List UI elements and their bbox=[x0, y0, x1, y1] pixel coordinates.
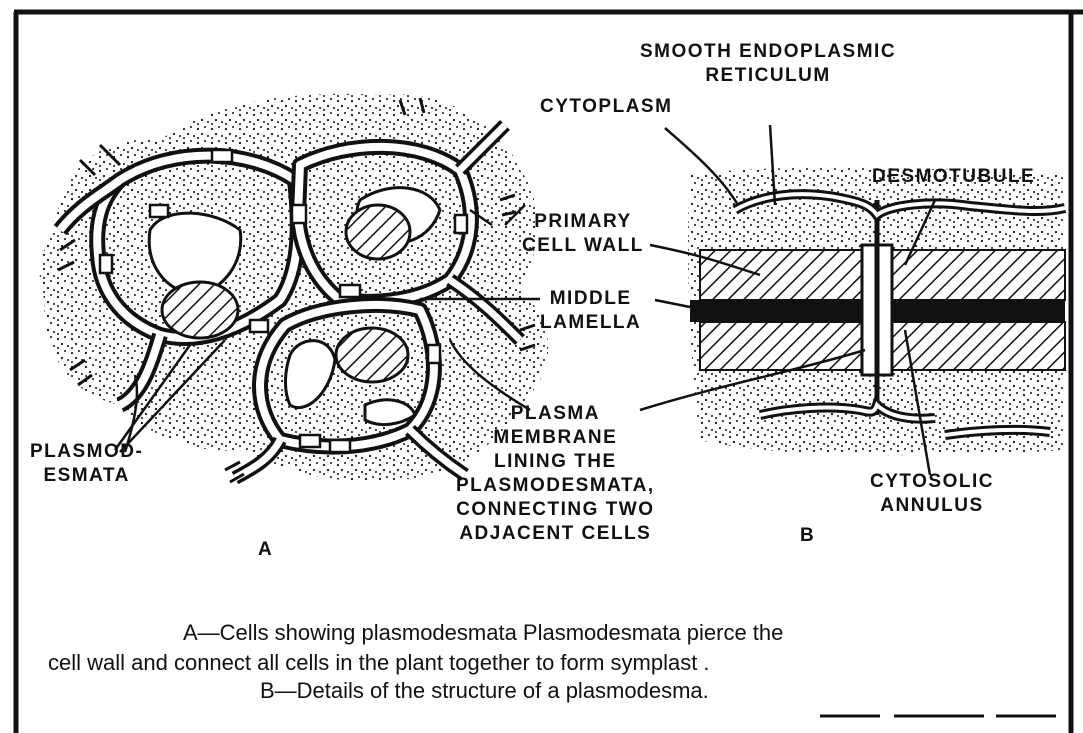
label-plasma-line1: PLASMA bbox=[456, 402, 655, 426]
caption-line-1: A—Cells showing plasmodesmata Plasmodesm… bbox=[183, 618, 783, 648]
label-middle-line2: LAMELLA bbox=[540, 311, 641, 335]
label-plasmod-line1: PLASMOD- bbox=[30, 440, 143, 464]
label-primary-line1: PRIMARY bbox=[522, 210, 644, 234]
label-cytoplasm: CYTOPLASM bbox=[540, 95, 672, 119]
label-desmotubule: DESMOTUBULE bbox=[872, 165, 1035, 189]
label-plasma-line6: ADJACENT CELLS bbox=[456, 522, 655, 546]
label-plasma-line3: LINING THE bbox=[456, 450, 655, 474]
label-middle-lamella: MIDDLE LAMELLA bbox=[540, 287, 641, 335]
label-primary-cell-wall: PRIMARY CELL WALL bbox=[522, 210, 644, 258]
panel-b-label: B bbox=[800, 524, 815, 548]
label-cytosolic-line1: CYTOSOLIC bbox=[870, 470, 994, 494]
caption-line-2: cell wall and connect all cells in the p… bbox=[48, 648, 710, 678]
label-plasma-line5: CONNECTING TWO bbox=[456, 498, 655, 522]
label-primary-line2: CELL WALL bbox=[522, 234, 644, 258]
label-plasmodesmata: PLASMOD- ESMATA bbox=[30, 440, 143, 488]
label-smooth-er-line1: SMOOTH ENDOPLASMIC bbox=[640, 40, 896, 64]
panel-a-label: A bbox=[258, 538, 273, 562]
panel-b-plasmodesma-detail bbox=[688, 168, 1065, 456]
caption-line-3: B—Details of the structure of a plasmode… bbox=[260, 676, 709, 706]
label-middle-line1: MIDDLE bbox=[540, 287, 641, 311]
label-plasma-line2: MEMBRANE bbox=[456, 426, 655, 450]
label-smooth-er-line2: RETICULUM bbox=[640, 64, 896, 88]
label-plasma-line4: PLASMODESMATA, bbox=[456, 474, 655, 498]
label-smooth-er: SMOOTH ENDOPLASMIC RETICULUM bbox=[640, 40, 896, 88]
label-plasmod-line2: ESMATA bbox=[30, 464, 143, 488]
label-plasma-membrane: PLASMA MEMBRANE LINING THE PLASMODESMATA… bbox=[456, 402, 655, 546]
label-cytosolic-line2: ANNULUS bbox=[870, 494, 994, 518]
label-cytosolic-annulus: CYTOSOLIC ANNULUS bbox=[870, 470, 994, 518]
